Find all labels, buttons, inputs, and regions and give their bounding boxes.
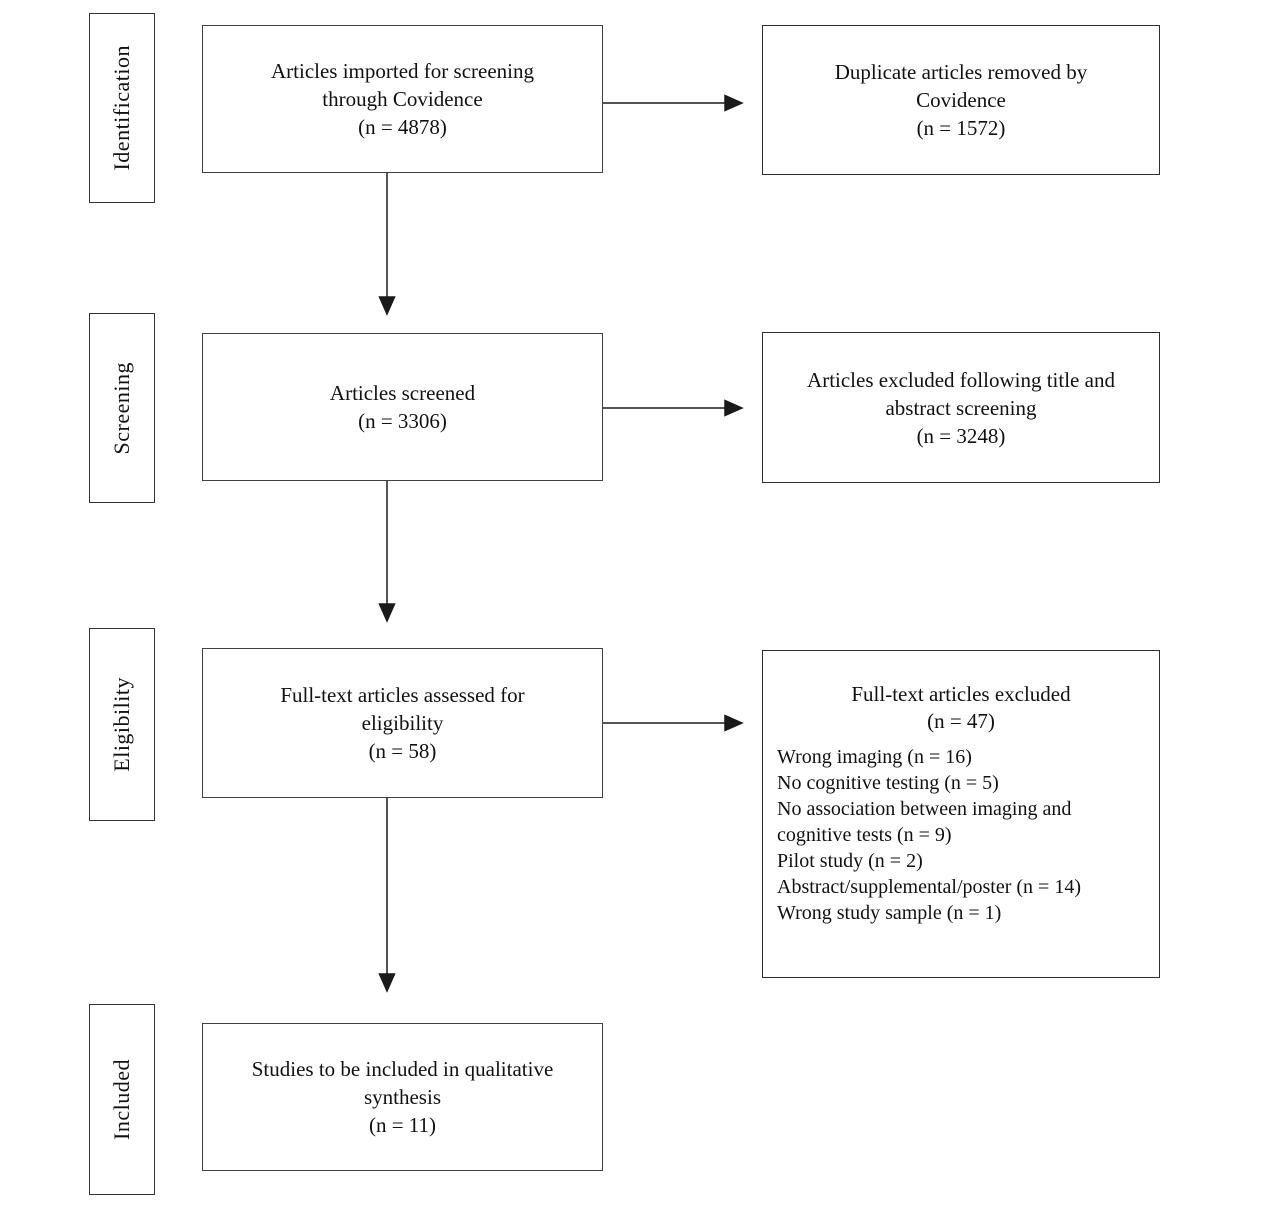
- exclusion-reason-item: Wrong imaging (n = 16): [777, 746, 972, 768]
- exclusion-reason-item: No cognitive testing (n = 5): [777, 772, 999, 794]
- exclusion-reason-item: Wrong study sample (n = 1): [777, 902, 1002, 924]
- flow-box-included-studies-text: Studies to be included in qualitative sy…: [251, 1057, 554, 1137]
- flow-box-fulltext-assessed: Full-text articles assessed for eligibil…: [202, 648, 603, 798]
- flow-box-fulltext-assessed-text: Full-text articles assessed for eligibil…: [280, 683, 525, 763]
- flow-box-articles-imported-text: Articles imported for screening through …: [271, 59, 534, 139]
- stage-box-included: Included: [89, 1004, 155, 1195]
- exclusion-box-duplicates-text: Duplicate articles removed by Covidence …: [834, 60, 1088, 140]
- arrow-imported-to-duplicates-icon: [603, 94, 744, 112]
- flow-box-included-studies: Studies to be included in qualitative sy…: [202, 1023, 603, 1171]
- arrow-fulltext-to-excluded-icon: [603, 714, 744, 732]
- flow-box-articles-imported: Articles imported for screening through …: [202, 25, 603, 173]
- stage-label-identification: Identification: [109, 45, 134, 171]
- arrow-screened-to-fulltext-icon: [378, 481, 396, 623]
- stage-label-screening: Screening: [109, 361, 134, 455]
- arrow-imported-to-screened-icon: [378, 173, 396, 316]
- exclusion-box-fulltext-excluded: Full-text articles excluded (n = 47) Wro…: [762, 650, 1160, 978]
- flow-box-articles-screened: Articles screened (n = 3306): [202, 333, 603, 481]
- stage-box-identification: Identification: [89, 13, 155, 203]
- exclusion-box-fulltext-excluded-title: Full-text articles excluded (n = 47): [851, 682, 1071, 733]
- stage-box-eligibility: Eligibility: [89, 628, 155, 821]
- stage-box-screening: Screening: [89, 313, 155, 503]
- exclusion-reason-item: Pilot study (n = 2): [777, 850, 923, 872]
- arrow-fulltext-to-included-icon: [378, 798, 396, 993]
- exclusion-box-title-abstract: Articles excluded following title and ab…: [762, 332, 1160, 483]
- exclusion-box-title-abstract-text: Articles excluded following title and ab…: [807, 367, 1115, 448]
- exclusion-reason-item: No association between imaging and cogni…: [777, 798, 1072, 846]
- stage-label-eligibility: Eligibility: [109, 677, 134, 772]
- exclusion-reason-item: Abstract/supplemental/poster (n = 14): [777, 876, 1081, 898]
- arrow-screened-to-excluded-icon: [603, 399, 744, 417]
- exclusion-reasons-list: Wrong imaging (n = 16) No cognitive test…: [777, 744, 1145, 926]
- stage-label-included: Included: [109, 1059, 134, 1140]
- flow-box-articles-screened-text: Articles screened (n = 3306): [329, 381, 476, 433]
- exclusion-box-duplicates: Duplicate articles removed by Covidence …: [762, 25, 1160, 175]
